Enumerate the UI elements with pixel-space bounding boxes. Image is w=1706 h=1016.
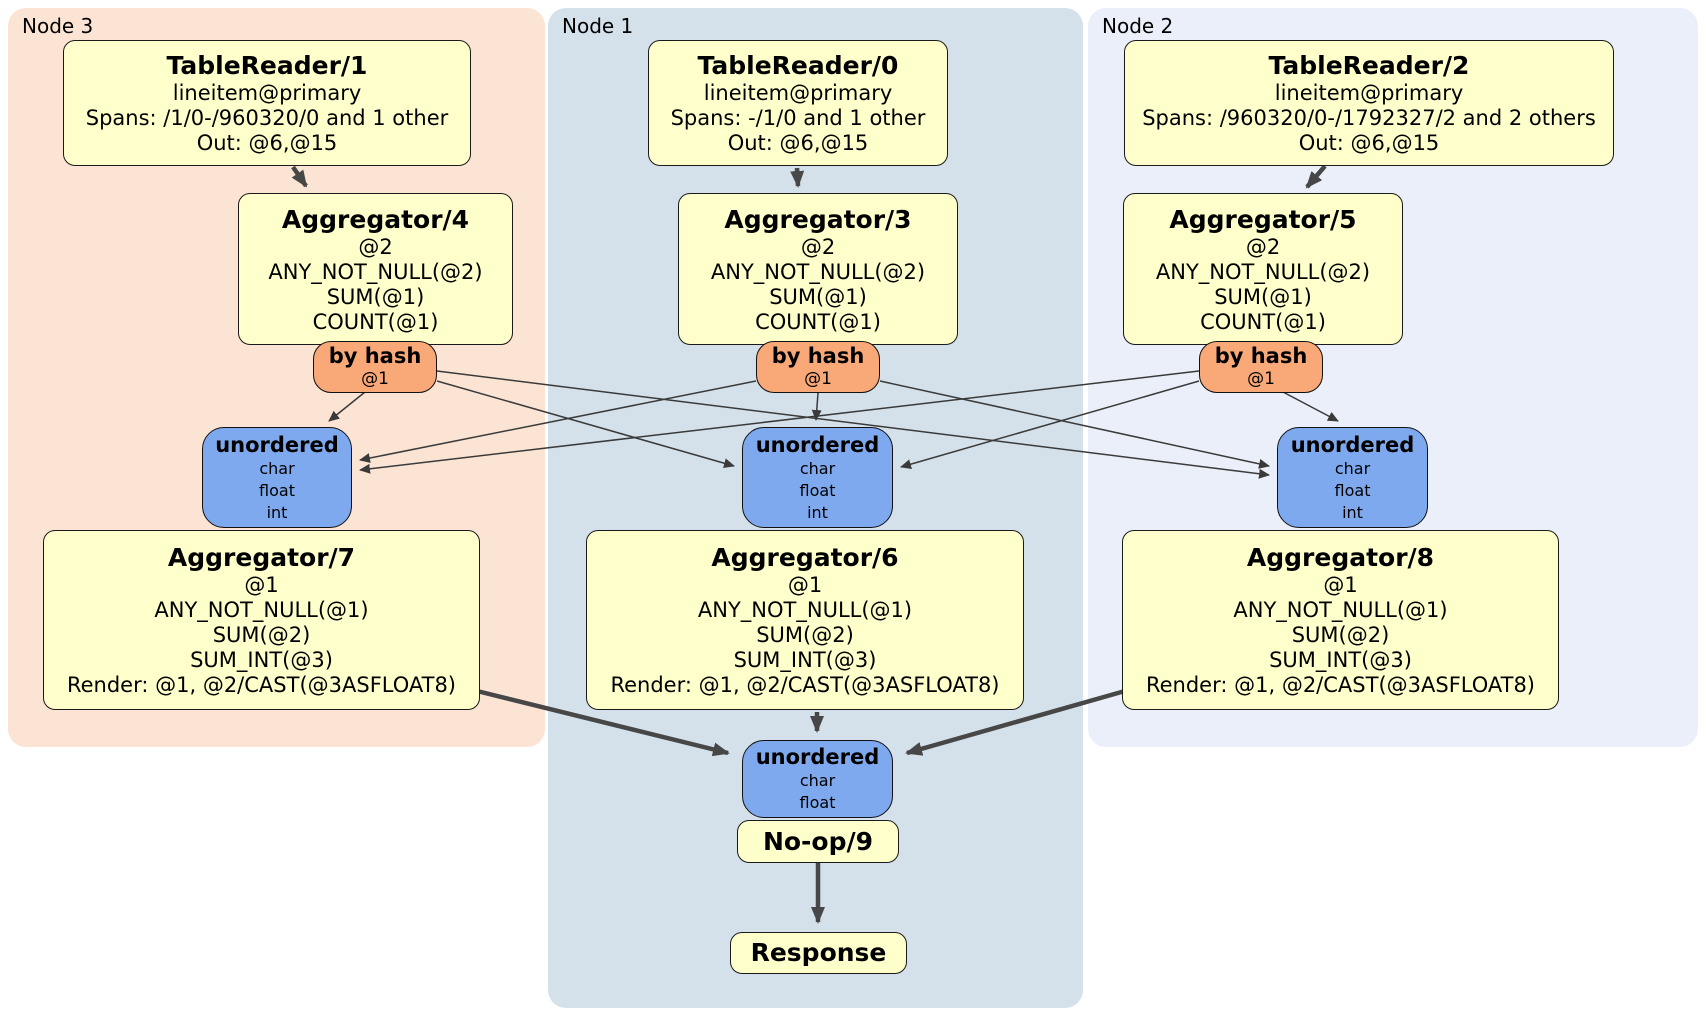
sync-type: float xyxy=(799,480,836,500)
box-line: ANY_NOT_NULL(@2) xyxy=(710,259,926,284)
unordered-sync-mid: unordered char float int xyxy=(742,427,893,528)
node3-label: Node 3 xyxy=(22,14,94,38)
box-line: @1 xyxy=(244,573,279,597)
box-line: @1 xyxy=(787,573,823,597)
noop-box: No-op/9 xyxy=(737,820,899,863)
sync-title: unordered xyxy=(1290,432,1415,457)
sync-type: char xyxy=(1334,458,1371,478)
box-line: ANY_NOT_NULL(@1) xyxy=(697,598,913,622)
unordered-sync-bottom: unordered char float xyxy=(742,740,893,818)
box-title: Response xyxy=(750,938,887,967)
box-line: SUM(@2) xyxy=(756,623,854,647)
box-line: lineitem@primary xyxy=(172,81,362,105)
box-line: COUNT(@1) xyxy=(755,309,881,334)
box-line: lineitem@primary xyxy=(1274,81,1464,105)
box-line: @2 xyxy=(1245,234,1281,259)
box-title: Aggregator/5 xyxy=(1169,204,1357,234)
sync-type: char xyxy=(799,771,836,790)
sync-type: int xyxy=(266,502,288,522)
box-line: ANY_NOT_NULL(@2) xyxy=(268,259,483,284)
box-title: Aggregator/4 xyxy=(281,204,470,234)
sync-type: float xyxy=(259,480,295,500)
box-line: SUM(@1) xyxy=(1214,284,1312,309)
unordered-sync-right: unordered char float int xyxy=(1277,427,1428,528)
box-line: @2 xyxy=(800,234,836,259)
box-line: Spans: /1/0-/960320/0 and 1 other xyxy=(85,106,449,130)
router-title: by hash xyxy=(328,344,422,368)
box-line: Spans: /960320/0-/1792327/2 and 2 others xyxy=(1142,106,1596,130)
tablereader-0-box: TableReader/0 lineitem@primary Spans: -/… xyxy=(648,40,948,166)
router-stream: @1 xyxy=(1247,369,1275,389)
router-stream: @1 xyxy=(804,369,832,389)
box-title: Aggregator/8 xyxy=(1246,543,1435,572)
node2-label: Node 2 xyxy=(1102,14,1174,38)
box-line: COUNT(@1) xyxy=(312,309,439,334)
box-title: Aggregator/7 xyxy=(167,543,356,572)
box-line: ANY_NOT_NULL(@1) xyxy=(1233,598,1448,622)
box-title: TableReader/1 xyxy=(166,51,368,80)
box-line: Out: @6,@15 xyxy=(727,131,869,155)
router-title: by hash xyxy=(1214,344,1308,368)
sync-type: float xyxy=(799,793,836,812)
box-line: Out: @6,@15 xyxy=(196,131,338,155)
box-line: SUM_INT(@3) xyxy=(190,648,333,672)
aggregator-6-box: Aggregator/6 @1 ANY_NOT_NULL(@1) SUM(@2)… xyxy=(586,530,1024,710)
unordered-sync-left: unordered char float int xyxy=(202,427,352,528)
box-line: SUM(@1) xyxy=(769,284,867,309)
sync-title: unordered xyxy=(755,745,880,769)
box-line: Out: @6,@15 xyxy=(1298,131,1440,155)
box-title: Aggregator/6 xyxy=(711,543,899,572)
box-line: @2 xyxy=(358,234,393,259)
box-title: No-op/9 xyxy=(762,826,874,856)
box-line: SUM_INT(@3) xyxy=(733,648,877,672)
aggregator-7-box: Aggregator/7 @1 ANY_NOT_NULL(@1) SUM(@2)… xyxy=(43,530,480,710)
box-line: ANY_NOT_NULL(@1) xyxy=(154,598,369,622)
router-title: by hash xyxy=(771,344,865,368)
box-line: COUNT(@1) xyxy=(1200,309,1326,334)
sync-type: char xyxy=(799,458,836,478)
box-line: SUM(@2) xyxy=(1291,623,1390,647)
response-box: Response xyxy=(730,932,907,974)
sync-type: char xyxy=(259,458,295,478)
box-line: Render: @1, @2/CAST(@3ASFLOAT8) xyxy=(1145,673,1536,697)
router-stream: @1 xyxy=(361,369,389,389)
aggregator-5-box: Aggregator/5 @2 ANY_NOT_NULL(@2) SUM(@1)… xyxy=(1123,193,1403,345)
aggregator-3-box: Aggregator/3 @2 ANY_NOT_NULL(@2) SUM(@1)… xyxy=(678,193,958,345)
box-line: @1 xyxy=(1323,573,1358,597)
by-hash-router-5: by hash @1 xyxy=(1199,341,1323,393)
sync-title: unordered xyxy=(215,432,339,457)
box-line: Render: @1, @2/CAST(@3ASFLOAT8) xyxy=(66,673,457,697)
sync-title: unordered xyxy=(755,432,880,457)
sync-type: int xyxy=(807,502,828,522)
box-title: TableReader/0 xyxy=(697,51,899,80)
box-line: SUM(@2) xyxy=(212,623,311,647)
box-line: Render: @1, @2/CAST(@3ASFLOAT8) xyxy=(610,673,1000,697)
box-title: Aggregator/3 xyxy=(724,204,912,234)
node1-label: Node 1 xyxy=(562,14,634,38)
box-line: SUM(@1) xyxy=(326,284,425,309)
aggregator-4-box: Aggregator/4 @2 ANY_NOT_NULL(@2) SUM(@1)… xyxy=(238,193,513,345)
by-hash-router-3: by hash @1 xyxy=(756,341,880,393)
box-line: ANY_NOT_NULL(@2) xyxy=(1155,259,1371,284)
sync-type: int xyxy=(1342,502,1363,522)
sync-type: float xyxy=(1334,480,1371,500)
tablereader-1-box: TableReader/1 lineitem@primary Spans: /1… xyxy=(63,40,471,166)
tablereader-2-box: TableReader/2 lineitem@primary Spans: /9… xyxy=(1124,40,1614,166)
box-title: TableReader/2 xyxy=(1268,51,1470,80)
by-hash-router-4: by hash @1 xyxy=(313,341,437,393)
box-line: SUM_INT(@3) xyxy=(1269,648,1412,672)
aggregator-8-box: Aggregator/8 @1 ANY_NOT_NULL(@1) SUM(@2)… xyxy=(1122,530,1559,710)
box-line: Spans: -/1/0 and 1 other xyxy=(670,106,926,130)
box-line: lineitem@primary xyxy=(703,81,893,105)
